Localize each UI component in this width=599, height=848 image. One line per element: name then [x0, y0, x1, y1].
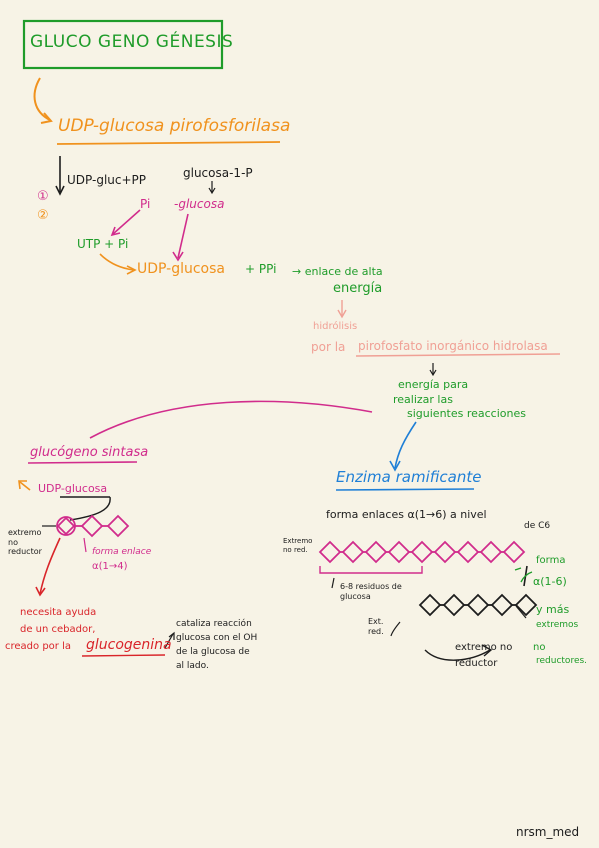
de-c6: de C6 — [524, 521, 551, 531]
glucose-residue — [418, 593, 442, 617]
y-mas-line2: extremos — [536, 620, 579, 630]
cataliza-line3: de la glucosa de — [176, 647, 250, 657]
hidrolisis-line2: por la — [311, 340, 346, 354]
branching-chain-top — [318, 540, 526, 564]
cataliza-line1: cataliza reacción — [176, 619, 252, 629]
plus-ppi: + PPi — [245, 262, 277, 276]
enlace-alta-line2: energía — [333, 281, 383, 296]
glucose-residue — [442, 593, 466, 617]
glucose-residue — [318, 540, 342, 564]
glucose-residue — [466, 593, 490, 617]
necesita-line2: de un cebador, — [20, 624, 96, 635]
hidrolisis-line1: hidrólisis — [313, 321, 358, 332]
forma-enlace-14-line2: α(1→4) — [92, 561, 128, 572]
necesita-line1: necesita ayuda — [20, 607, 97, 618]
glucose-residue — [456, 540, 480, 564]
forma-enlace-16: forma enlaces α(1→6) a nivel — [326, 508, 487, 521]
equation-udp-gluc-ppi: UDP-gluc+PP — [67, 173, 147, 187]
udp-glucosa-product: UDP-glucosa — [137, 261, 225, 277]
signature: nrsm_med — [516, 825, 580, 839]
ext-red: Ext. red. — [368, 617, 384, 637]
glucose-residue — [490, 593, 514, 617]
energia-line2: realizar las — [393, 393, 453, 406]
hidrolisis-enzyme: pirofosfato inorgánico hidrolasa — [358, 339, 548, 353]
necesita-line3: creado por la — [5, 641, 71, 652]
extremo-no-red-top: Extremo no red. — [283, 537, 313, 555]
glucose-residue — [479, 540, 503, 564]
forma-enlace-14-line1: forma enlace — [92, 547, 152, 557]
enzyme-1-underline — [56, 141, 281, 145]
forma-alfa16-line1: forma — [536, 555, 566, 566]
enlace-alta-line1: → enlace de alta — [292, 265, 383, 278]
residuos-6-8: 6-8 residuos de glucosa — [340, 582, 402, 602]
glucosa-1-p: glucosa-1-P — [183, 166, 253, 180]
glucose-residue — [410, 540, 434, 564]
y-mas-line1: y más — [536, 603, 570, 616]
left-glucose-chain — [42, 514, 130, 538]
glucose-residue — [502, 540, 526, 564]
enzima-ramificante: Enzima ramificante — [336, 468, 482, 486]
pi-to-utp-arrow — [112, 209, 141, 235]
glucogeno-sintasa: glucógeno sintasa — [30, 445, 149, 460]
to-sintasa-curve — [89, 400, 373, 439]
branching-chain-bottom — [418, 593, 538, 617]
glucose-residue — [364, 540, 388, 564]
to-extremo-arrow — [424, 649, 491, 661]
to-ramificante-arrow — [394, 421, 417, 469]
y-mas-line3: no — [533, 642, 546, 653]
title-arrow — [33, 77, 51, 121]
utp-to-udp-arrow — [99, 253, 135, 271]
utp-pi: UTP + Pi — [77, 237, 129, 251]
enzyme-udp-glucosa-pirofosforilasa: UDP-glucosa pirofosforilasa — [58, 116, 291, 136]
extremo-no-reductor-right-1: extremo no — [455, 642, 513, 653]
extremo-no-reductor-right-2: reductor — [455, 658, 498, 669]
y-mas-line4: reductores. — [536, 656, 588, 666]
udp-hook — [69, 496, 111, 521]
step-marker-1: ① — [37, 189, 49, 204]
glucose-residue — [514, 593, 538, 617]
cataliza-line4: al lado. — [176, 661, 209, 671]
page-title: GLUCO GENO GÉNESIS — [30, 32, 234, 52]
glucose-residue — [387, 540, 411, 564]
step-marker-2: ② — [37, 208, 49, 223]
cataliza-line2: glucosa con el OH — [176, 633, 258, 643]
extremo-no-reductor-left: extremo no reductor — [8, 528, 42, 557]
glucosa-small: -glucosa — [174, 197, 225, 211]
glucose-residue — [341, 540, 365, 564]
title-box — [22, 19, 224, 70]
energia-line3: siguientes reacciones — [407, 407, 526, 420]
udp-glucosa-left: UDP-glucosa — [38, 482, 108, 495]
pi-label: Pi — [140, 197, 151, 211]
energia-line1: energía para — [398, 378, 469, 391]
to-necesita-arrow — [39, 537, 61, 595]
glucose-residue — [433, 540, 457, 564]
forma-alfa16-line2: α(1-6) — [533, 575, 567, 588]
glucosa-to-udp-arrow — [177, 213, 189, 259]
glucogenina: glucogenina — [86, 637, 172, 653]
